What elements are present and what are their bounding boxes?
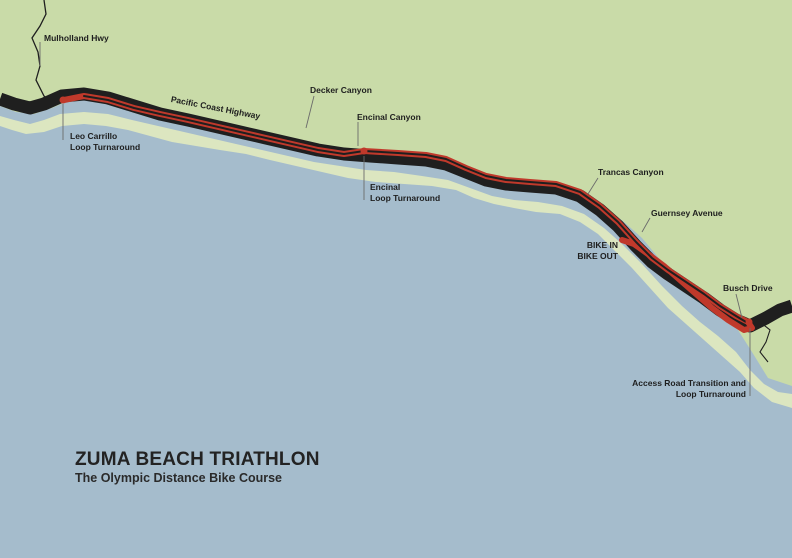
access-road-label-line2: Loop Turnaround <box>675 389 746 399</box>
encinal-canyon-label: Encinal Canyon <box>357 112 421 122</box>
leo-carrillo-label-line2: Loop Turnaround <box>70 142 141 152</box>
creek-mulholland <box>31 0 53 105</box>
leo-carrillo-turnaround-marker <box>59 96 67 104</box>
leo-carrillo-label-line1: Leo Carrillo <box>70 131 118 141</box>
encinal-turnaround-label-line2: Loop Turnaround <box>370 193 441 203</box>
access-road-turnaround-marker <box>745 318 753 326</box>
decker-canyon-label: Decker Canyon <box>310 85 372 95</box>
leo-carrillo-label: Leo Carrillo Loop Turnaround <box>70 131 140 153</box>
encinal-turnaround-marker <box>360 147 368 155</box>
encinal-turnaround-label: Encinal Loop Turnaround <box>370 182 440 204</box>
mulholland-hwy-label: Mulholland Hwy <box>44 33 109 43</box>
map-subtitle: The Olympic Distance Bike Course <box>75 471 283 485</box>
map-title: ZUMA BEACH TRIATHLON <box>75 449 320 470</box>
busch-drive-label: Busch Drive <box>723 283 773 293</box>
beach-strip <box>0 112 792 408</box>
encinal-turnaround-label-line1: Encinal <box>370 182 401 192</box>
access-road-label: Access Road Transition and Loop Turnarou… <box>606 378 746 400</box>
land <box>0 0 792 386</box>
access-road-label-line1: Access Road Transition and <box>632 378 746 388</box>
bike-out-label: BIKE OUT <box>577 251 618 261</box>
bike-course-route-center <box>83 95 747 323</box>
leader-lines <box>39 42 751 396</box>
bike-in-out-label: BIKE IN BIKE OUT <box>572 240 618 262</box>
creek-busch <box>759 321 771 363</box>
bike-in-label: BIKE IN <box>586 240 618 250</box>
trancas-canyon-label: Trancas Canyon <box>598 167 664 177</box>
guernsey-avenue-label: Guernsey Avenue <box>651 208 723 218</box>
